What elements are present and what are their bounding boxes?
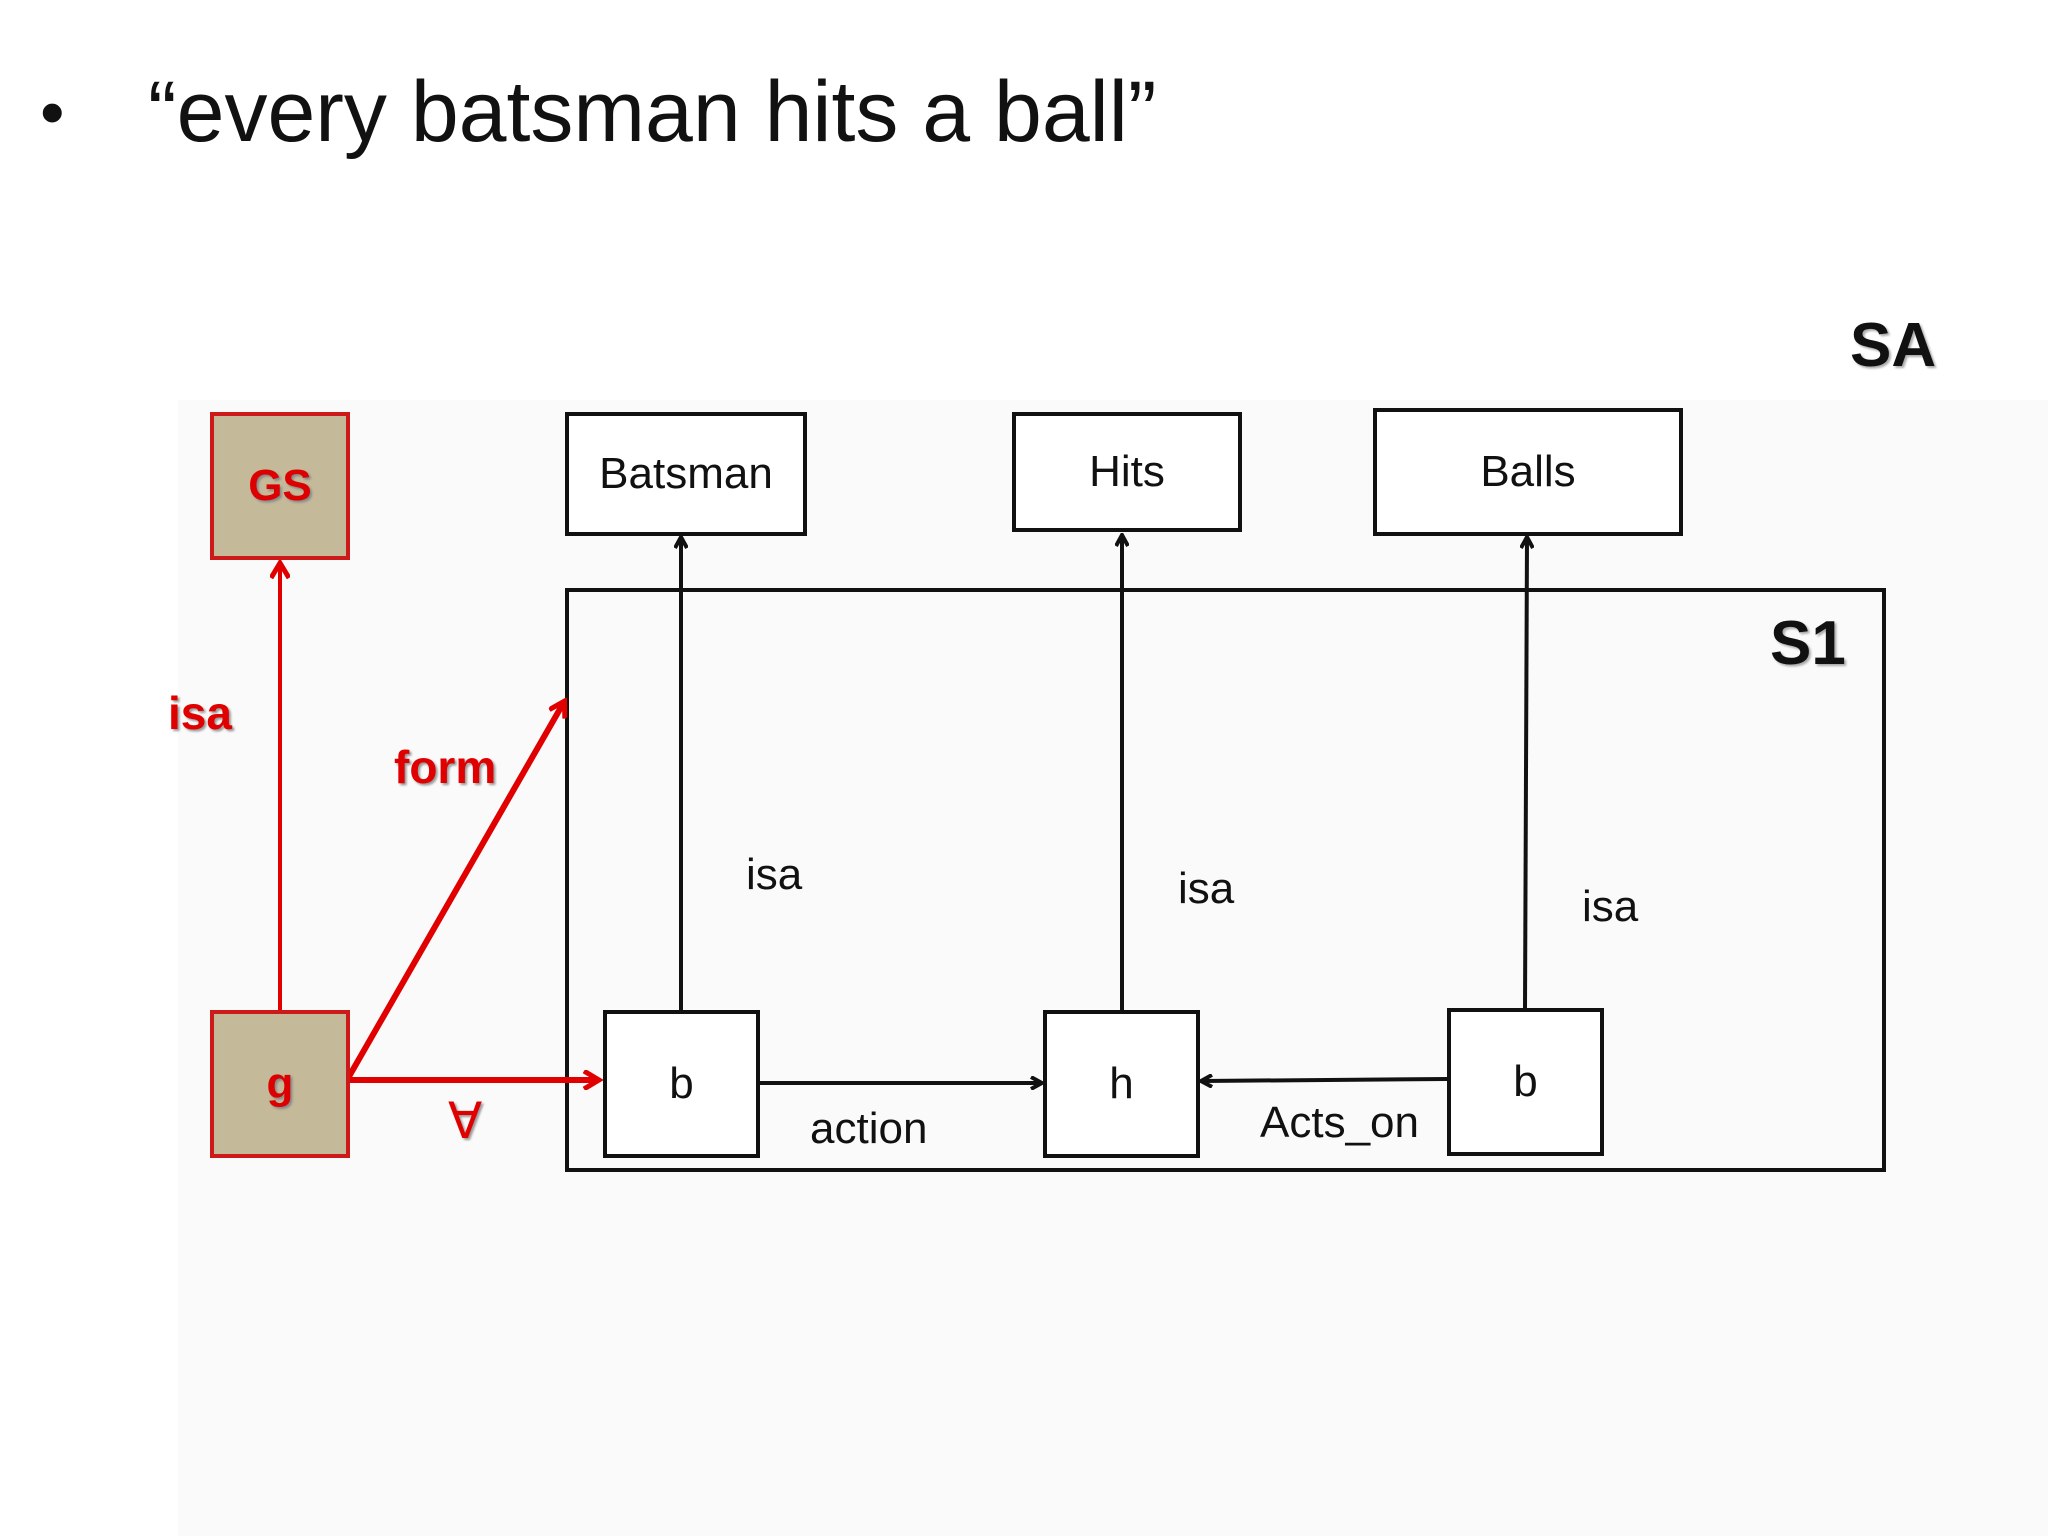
node-b1-label: b	[669, 1059, 694, 1108]
node-g: g	[210, 1010, 350, 1158]
node-h-label: h	[1109, 1059, 1134, 1108]
label-acts-on: Acts_on	[1260, 1098, 1419, 1147]
node-gs: GS	[210, 412, 350, 560]
label-g-form-s1: form	[394, 741, 497, 793]
node-b2: b	[1447, 1008, 1604, 1156]
edge-g-form-s1	[344, 702, 564, 1082]
node-b1: b	[603, 1010, 760, 1158]
label-action: action	[810, 1104, 928, 1153]
bullet-icon: •	[40, 73, 65, 151]
slide-title: • “every batsman hits a ball”	[40, 52, 1157, 172]
node-balls-label: Balls	[1480, 447, 1576, 496]
s1-frame	[565, 588, 1886, 1172]
node-hits: Hits	[1012, 412, 1242, 532]
node-balls: Balls	[1373, 408, 1683, 536]
node-batsman-label: Batsman	[599, 449, 773, 498]
space-label-s1: S1	[1770, 609, 1846, 678]
node-hits-label: Hits	[1089, 447, 1165, 496]
label-g-forall-b: ∀	[448, 1093, 483, 1149]
node-g-label: g	[266, 1059, 294, 1108]
node-batsman: Batsman	[565, 412, 807, 536]
node-gs-label: GS	[248, 461, 312, 510]
label-b2-isa: isa	[1582, 882, 1639, 931]
edge-acts-on	[1202, 1079, 1448, 1081]
label-g-isa-gs: isa	[168, 687, 232, 739]
label-h-isa: isa	[1178, 864, 1235, 913]
title-text: “every batsman hits a ball”	[148, 63, 1157, 160]
edge-b2-isa-balls	[1525, 538, 1527, 1009]
node-h: h	[1043, 1010, 1200, 1158]
space-label-sa: SA	[1850, 311, 1937, 380]
node-b2-label: b	[1513, 1057, 1538, 1106]
label-b1-isa: isa	[746, 850, 803, 899]
